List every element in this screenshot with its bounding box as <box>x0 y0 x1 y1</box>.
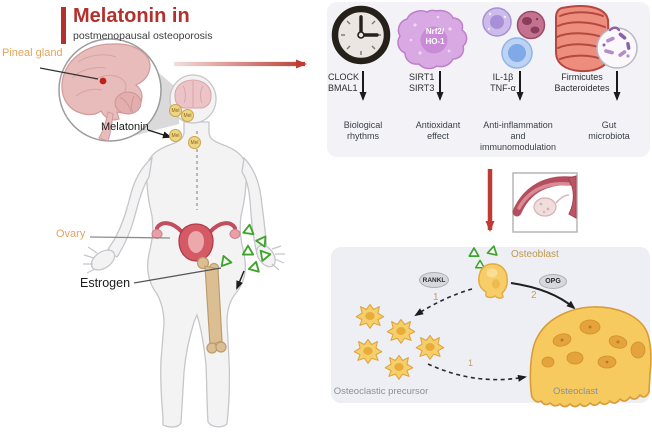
immune-cells-icon <box>482 7 546 69</box>
osteoblast-cell <box>478 263 508 299</box>
estrogen-label: Estrogen <box>80 276 131 290</box>
nrf2-cell-icon <box>397 9 468 70</box>
factor-arrows <box>359 71 621 101</box>
pineal-gland-line <box>39 67 99 80</box>
title-accent-bar <box>61 7 66 44</box>
factor-sirt1-sirt3: SIRT1 SIRT3 <box>409 72 435 93</box>
body-left-hand <box>90 249 116 271</box>
femur-bone-icon <box>196 256 227 354</box>
rankl-badge: RANKL <box>419 272 449 288</box>
rankl-pathway-arrow <box>414 288 473 317</box>
factor-clock-bmal1: CLOCK BMAL1 <box>328 72 360 93</box>
outcome-gut-microbiota: Gut microbiota <box>588 120 630 141</box>
pathway-2-label: 2 <box>531 290 537 301</box>
outcome-antioxidant-effect: Antioxidant effect <box>415 120 461 141</box>
page-subtitle: postmenopausal osteoporosis <box>73 30 213 42</box>
magnifier-circle <box>596 27 638 69</box>
factor-firmicutes-bacteroidetes: Firmicutes Bacteroidetes <box>554 72 610 93</box>
factor-il1b-tnfa: IL-1β TNF-α <box>490 72 516 93</box>
melatonin-molecule-badge: Mel <box>188 136 201 149</box>
melatonin-molecule-badge: Mel <box>181 109 194 122</box>
osteoclast-cell <box>529 306 652 408</box>
gut-microbiota-icon <box>555 5 638 73</box>
nrf2-ho1-cell-label: Nrf2/ HO-1 <box>425 27 445 46</box>
opg-badge: OPG <box>539 274 567 289</box>
pineal-gland-dot <box>99 77 107 85</box>
estrogen-line <box>133 267 222 284</box>
osteoclast-label: Osteoclast <box>553 386 598 397</box>
osteoclastic-precursor-cells <box>353 303 445 380</box>
outcome-biological-rhythms: Biological rhythms <box>343 120 383 141</box>
body-left-arm <box>106 156 153 258</box>
uterus-icon <box>151 221 241 262</box>
ovary-label: Ovary <box>56 228 86 240</box>
opg-pathway-arrow <box>510 282 576 310</box>
outcome-anti-inflammation: Anti-inflammation and immunomodulation <box>479 120 557 152</box>
melatonin-label: Melatonin <box>101 121 149 133</box>
clock-icon <box>331 5 391 65</box>
ovary-line <box>89 236 171 239</box>
melatonin-label-arrow <box>147 129 172 139</box>
estrogen-to-bone-arrow <box>236 270 245 290</box>
pathway-1-label: 1 <box>433 292 439 303</box>
brain-inset <box>58 38 162 142</box>
pineal-gland-label: Pineal gland <box>2 47 63 59</box>
osteoblast-label: Osteoblast <box>511 249 559 260</box>
page-title: Melatonin in <box>73 5 190 27</box>
differentiation-1-label: 1 <box>468 358 474 368</box>
melatonin-molecule-badge: Mel <box>169 129 182 142</box>
bacteria-rods <box>602 26 631 58</box>
differentiation-arrow <box>427 363 527 382</box>
ovary-callout-box <box>512 172 578 233</box>
osteoclastic-precursor-label: Osteoclastic precursor <box>333 386 429 397</box>
head-brain-icon <box>174 79 212 109</box>
